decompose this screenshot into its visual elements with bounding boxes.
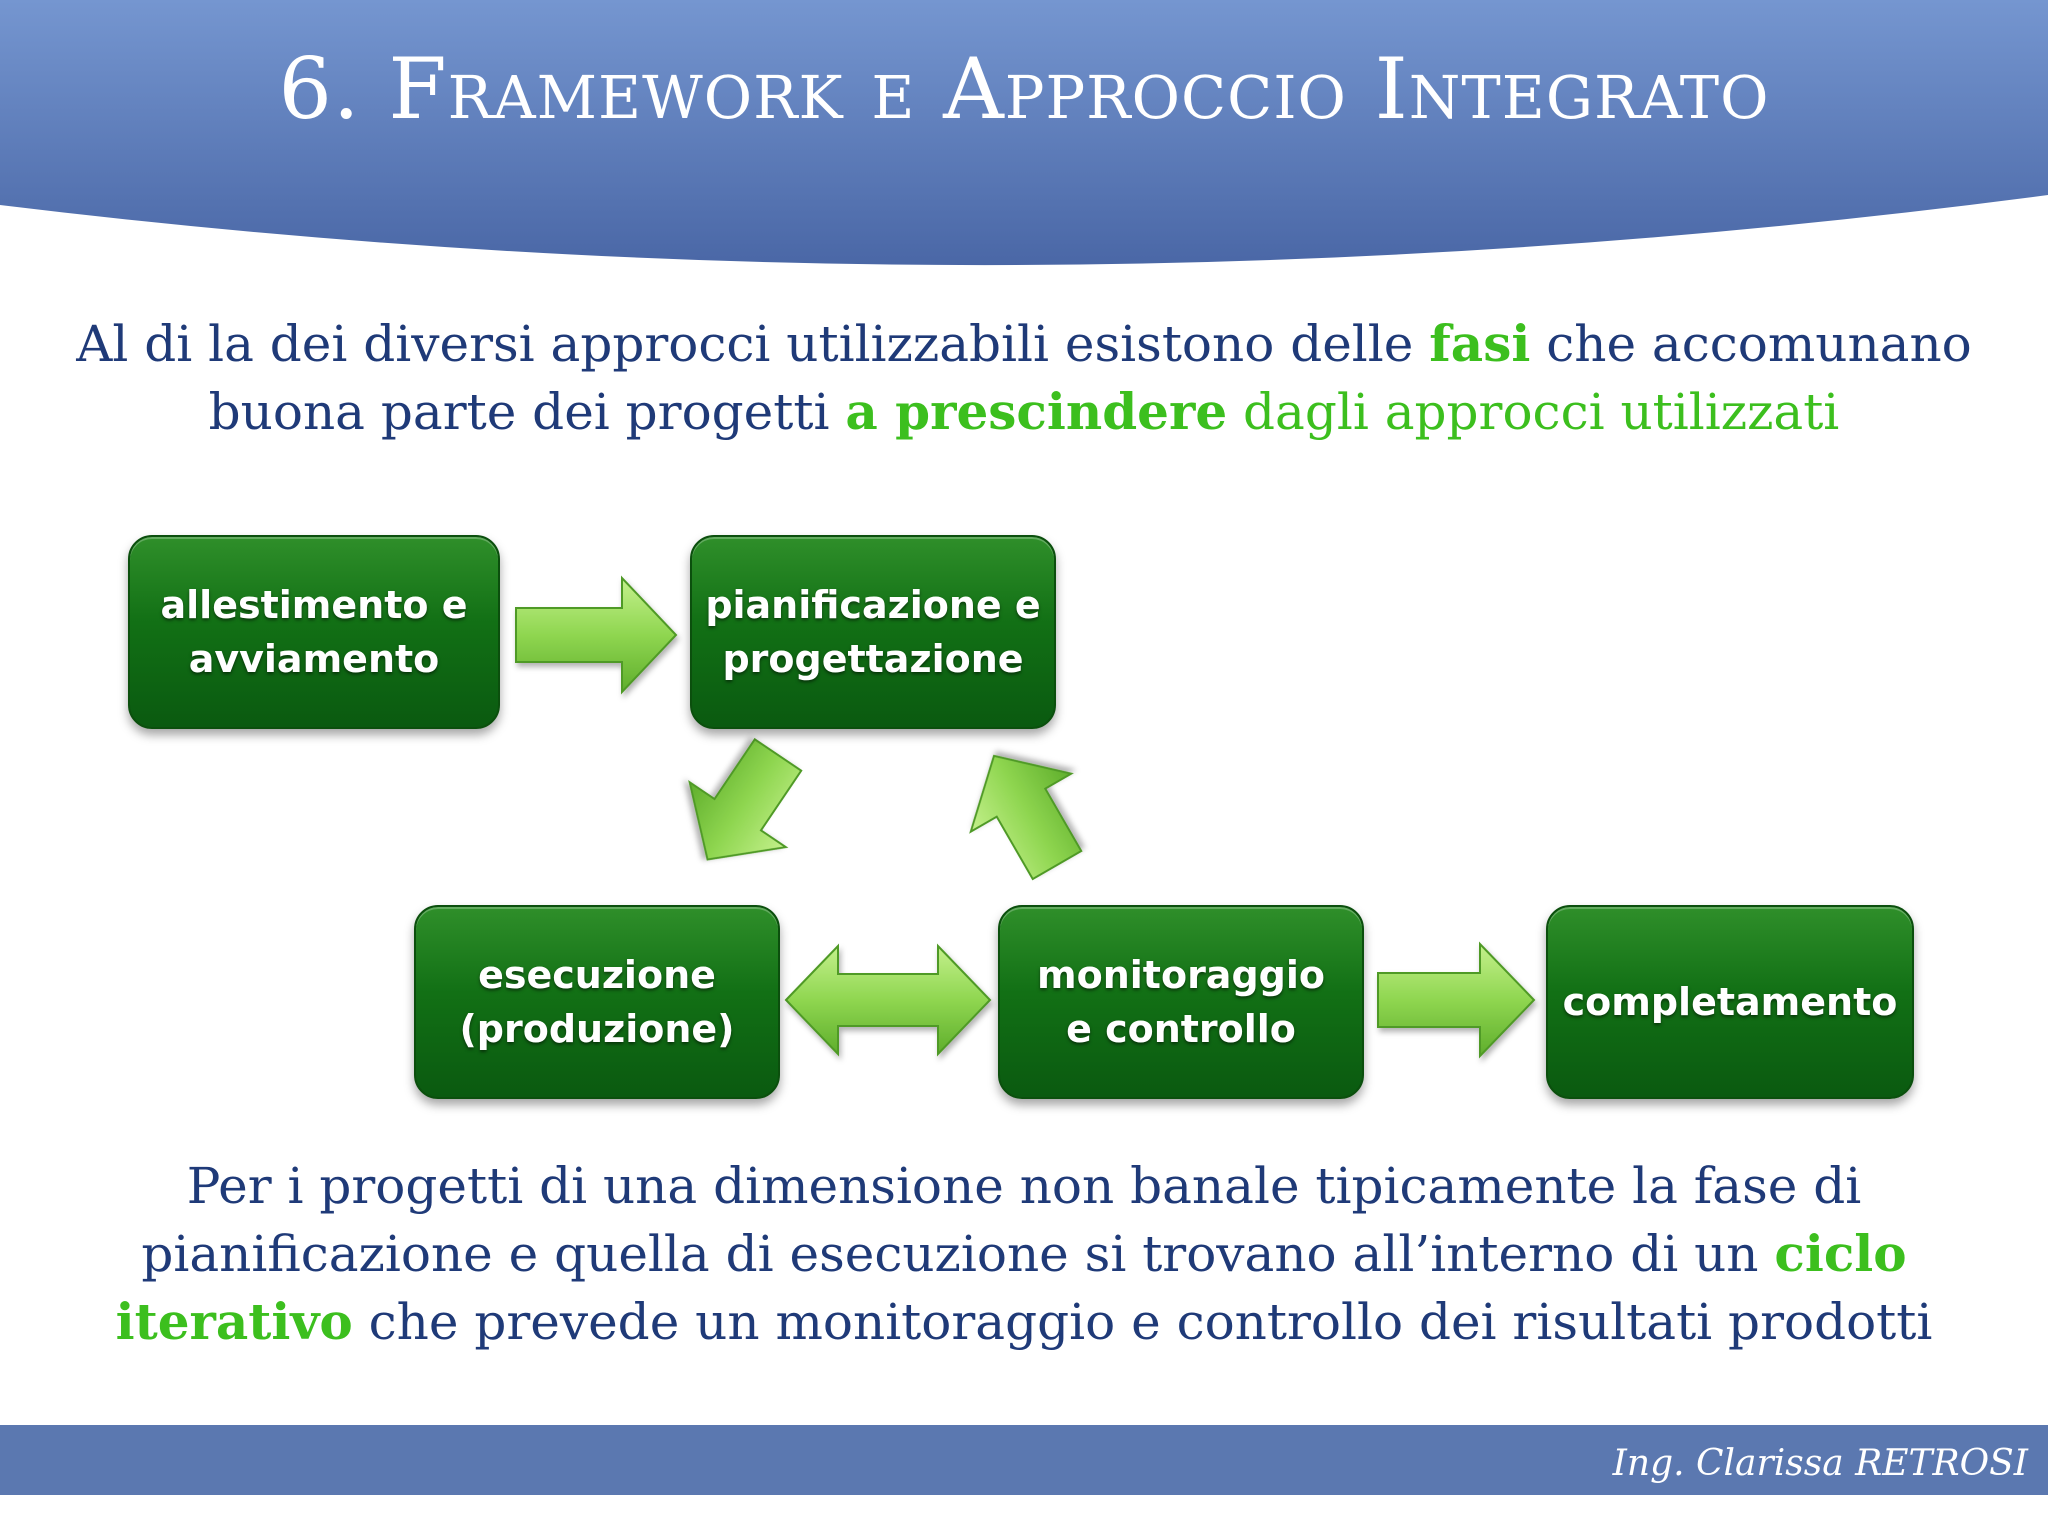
phase-completamento-box: completamento [1546, 905, 1914, 1099]
phase-pianificazione-label: pianificazione e progettazione [705, 583, 1041, 681]
conclusion-text-1: Per i progetti di una dimensione non ban… [141, 1157, 1862, 1283]
conclusion-text-2: che prevede un monitoraggio e controllo … [352, 1293, 1933, 1351]
header-band [0, 0, 2048, 266]
footer-author: Ing. Clarissa RETROSI [1612, 1443, 2028, 1484]
intro-text-3: dagli approcci utilizzati [1227, 383, 1840, 441]
arrow-pianificazione-to-esecuzione [688, 737, 803, 861]
footer-bar [0, 1425, 2048, 1495]
arrow-monitoraggio-to-completamento [1377, 941, 1536, 1059]
arrow-monitoraggio-to-pianificazione [969, 754, 1083, 881]
phase-allestimento-label: allestimento e avviamento [160, 583, 468, 681]
phase-esecuzione-box: esecuzione (produzione) [414, 905, 780, 1099]
phase-monitoraggio-label: monitoraggio e controllo [1037, 953, 1325, 1051]
conclusion-paragraph: Per i progetti di una dimensione non ban… [20, 1152, 2028, 1356]
phase-allestimento-box: allestimento e avviamento [128, 535, 500, 729]
intro-highlight-fasi: fasi [1429, 314, 1531, 373]
intro-text-2: che accomunano buona parte dei progetti [208, 315, 1972, 441]
arrow-esecuzione-monitoraggio-bidirectional [784, 943, 992, 1057]
phase-esecuzione-label: esecuzione (produzione) [459, 953, 735, 1051]
conclusion-highlight-ciclo-iterativo: ciclo iterativo [115, 1224, 1907, 1351]
intro-highlight-prescindere: a prescindere [845, 382, 1228, 441]
arrow-allestimento-to-pianificazione [515, 575, 678, 695]
phase-pianificazione-box: pianificazione e progettazione [690, 535, 1056, 729]
phase-completamento-label: completamento [1562, 980, 1898, 1024]
phase-monitoraggio-box: monitoraggio e controllo [998, 905, 1364, 1099]
intro-text-1: Al di la dei diversi approcci utilizzabi… [76, 315, 1430, 373]
slide-title: 6. Framework e Approccio Integrato [278, 40, 1770, 138]
intro-paragraph: Al di la dei diversi approcci utilizzabi… [20, 310, 2028, 446]
